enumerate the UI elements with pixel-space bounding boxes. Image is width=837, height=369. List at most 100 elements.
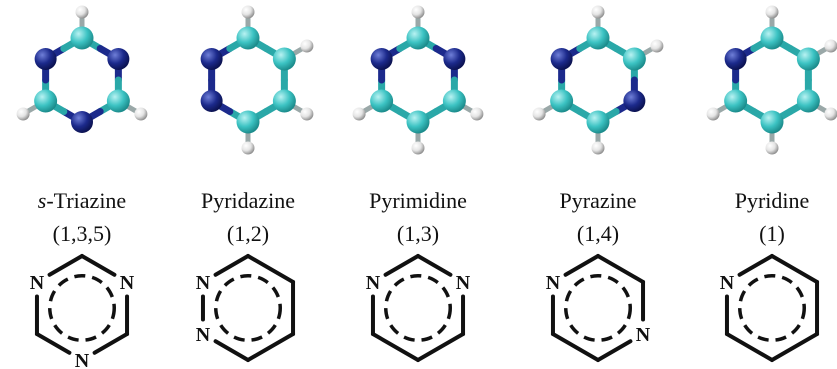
hydrogen-atom: [300, 107, 314, 121]
carbon-atom: [236, 26, 260, 50]
carbon-atom: [442, 89, 466, 113]
nitrogen-atom: [200, 90, 223, 112]
hydrogen-atom: [300, 39, 314, 53]
name-prefix: s: [38, 188, 47, 213]
hydrogen-atom: [411, 141, 425, 155]
nitrogen-label: N: [546, 272, 561, 294]
hydrogen-atom: [241, 5, 255, 19]
ring-bond: [92, 332, 130, 355]
hydrogen-atom: [470, 107, 484, 121]
hydrogen-atom: [765, 141, 779, 155]
nitrogen-atom: [724, 48, 747, 70]
nitrogen-label: N: [636, 324, 651, 346]
nitrogen-atom: [370, 48, 393, 70]
molecule-name: Pyridine: [735, 188, 810, 213]
carbon-atom: [796, 47, 820, 71]
nitrogen-positions: (1,3): [397, 221, 439, 246]
carbon-atom: [622, 47, 646, 71]
molecule-name: Pyrazine: [560, 188, 637, 213]
ring-bond: [416, 254, 453, 277]
name-body: Pyrimidine: [369, 188, 467, 213]
name-body: Pyridine: [735, 188, 810, 213]
carbon-atom: [70, 26, 94, 50]
nitrogen-label: N: [120, 272, 135, 294]
hydrogen-atom: [824, 107, 837, 121]
nitrogen-positions: (1,2): [227, 221, 269, 246]
carbon-atom: [406, 110, 430, 134]
hydrogen-atom: [75, 5, 89, 19]
carbon-atom: [370, 89, 394, 113]
nitrogen-atom: [550, 48, 573, 70]
molecule-model-4: [706, 5, 837, 155]
nitrogen-label: N: [30, 272, 45, 294]
molecule-model-0: [16, 5, 148, 133]
nitrogen-label: N: [196, 272, 211, 294]
carbon-atom: [724, 89, 748, 113]
ring-bond: [596, 339, 633, 362]
ring-bond: [724, 332, 774, 362]
carbon-atom: [34, 89, 58, 113]
hydrogen-atom: [706, 107, 720, 121]
nitrogen-label: N: [720, 272, 735, 294]
nitrogen-atom: [107, 48, 130, 70]
hydrogen-atom: [16, 107, 30, 121]
ring-bond: [246, 254, 296, 284]
hydrogen-atom: [134, 107, 148, 121]
structure-formula-3: NN: [546, 254, 651, 362]
structure-formula-4: N: [720, 254, 820, 362]
ring-bond: [770, 332, 820, 362]
ring-bond: [596, 254, 646, 284]
molecule-name: Pyridazine: [201, 188, 295, 213]
ring-bond: [416, 332, 466, 362]
carbon-atom: [796, 89, 820, 113]
ring-bond: [563, 254, 600, 277]
ring-bond: [47, 254, 84, 277]
nitrogen-label: N: [366, 272, 381, 294]
nitrogen-atom: [34, 48, 57, 70]
aromatic-ring: [214, 274, 282, 342]
carbon-atom: [760, 110, 784, 134]
nitrogen-positions: (1,3,5): [53, 221, 112, 246]
hydrogen-atom: [650, 39, 664, 53]
carbon-atom: [406, 26, 430, 50]
aromatic-ring: [564, 274, 632, 342]
hydrogen-atom: [824, 39, 837, 53]
hydrogen-atom: [765, 5, 779, 19]
nitrogen-atom: [443, 48, 466, 70]
name-body: Pyridazine: [201, 188, 295, 213]
aromatic-ring: [384, 274, 452, 342]
nitrogen-positions: (1): [759, 221, 785, 246]
aromatic-ring: [48, 274, 116, 342]
ring-bond: [34, 332, 72, 355]
carbon-atom: [272, 47, 296, 71]
nitrogen-atom: [623, 90, 646, 112]
structure-formula-0: N N N: [30, 254, 135, 369]
molecule-name: s-Triazine: [38, 188, 126, 213]
nitrogen-positions: (1,4): [577, 221, 619, 246]
carbon-atom: [106, 89, 130, 113]
nitrogen-label: N: [196, 324, 211, 346]
ring-bond: [370, 332, 420, 362]
carbon-atom: [550, 89, 574, 113]
ring-bond: [246, 332, 296, 362]
name-body: -Triazine: [46, 188, 126, 213]
carbon-atom: [760, 26, 784, 50]
carbon-atom: [586, 26, 610, 50]
name-body: Pyrazine: [560, 188, 637, 213]
ring-bond: [383, 254, 420, 277]
hydrogen-atom: [591, 5, 605, 19]
ring-bond: [213, 339, 250, 362]
carbon-atom: [586, 110, 610, 134]
ring-bond: [213, 254, 250, 277]
molecule-model-1: [200, 5, 314, 155]
molecule-name: Pyrimidine: [369, 188, 467, 213]
nitrogen-label: N: [75, 350, 90, 369]
aromatic-ring: [738, 274, 806, 342]
carbon-atom: [272, 89, 296, 113]
hydrogen-atom: [352, 107, 366, 121]
ring-bond: [550, 332, 600, 362]
molecule-model-2: [352, 5, 484, 155]
